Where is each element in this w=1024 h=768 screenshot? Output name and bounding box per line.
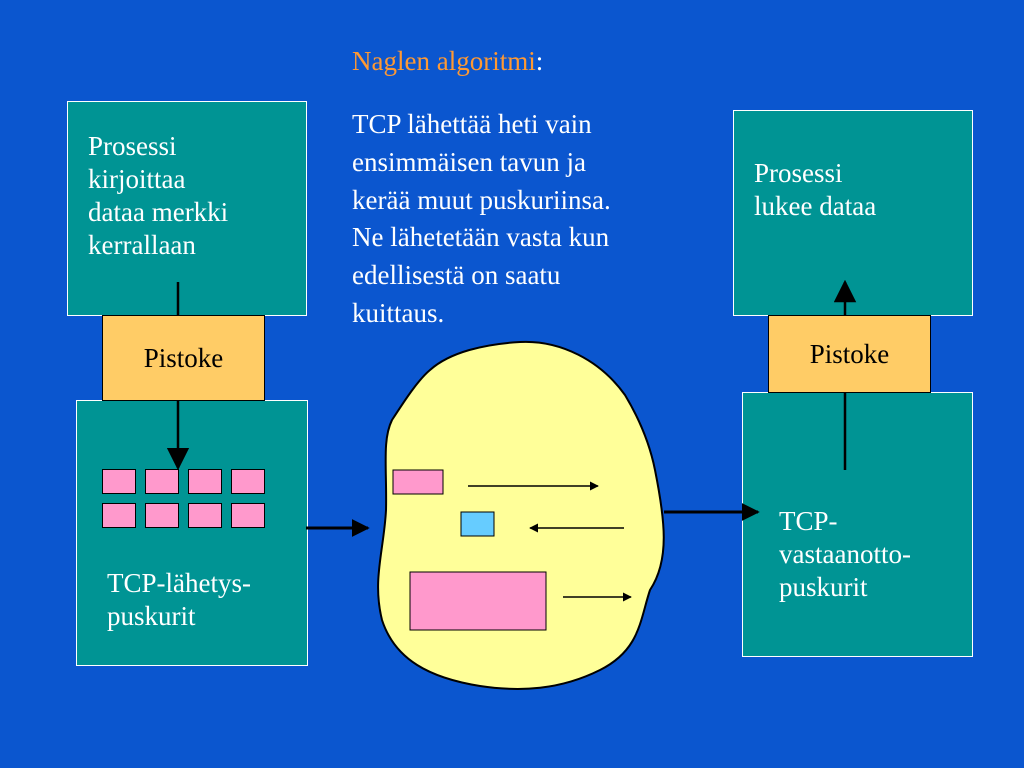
sender-buffer-cell — [188, 503, 222, 528]
sender-process-box: Prosessi kirjoittaa dataa merkki kerrall… — [67, 101, 307, 316]
sender-buffer-cell — [102, 469, 136, 494]
title-text: Naglen algoritmi — [352, 46, 536, 76]
receiver-socket: Pistoke — [768, 315, 931, 393]
network-cloud — [377, 340, 665, 690]
sender-socket-label: Pistoke — [143, 342, 224, 373]
data-packet-large — [409, 571, 547, 631]
sender-buffer-box: TCP-lähetys- puskurit — [76, 400, 308, 666]
sender-process-label: Prosessi kirjoittaa dataa merkki kerrall… — [88, 131, 229, 260]
sender-buffer-cell — [145, 469, 179, 494]
sender-buffer-cell — [188, 469, 222, 494]
receiver-socket-label: Pistoke — [809, 338, 890, 369]
title-colon: : — [535, 46, 544, 76]
sender-socket: Pistoke — [102, 315, 265, 401]
algorithm-description: TCP lähettää heti vain ensimmäisen tavun… — [352, 109, 611, 328]
ack-packet — [460, 511, 495, 537]
slide-title: Naglen algoritmi: — [352, 46, 543, 77]
receiver-buffer-label: TCP- vastaanotto- puskurit — [779, 506, 911, 602]
sender-buffer-cell — [231, 469, 265, 494]
receiver-buffer-box: TCP- vastaanotto- puskurit — [742, 392, 973, 657]
receiver-process-label: Prosessi lukee dataa — [754, 158, 877, 221]
sender-buffer-label: TCP-lähetys- puskurit — [107, 568, 251, 631]
receiver-process-box: Prosessi lukee dataa — [733, 110, 973, 316]
data-packet-small — [392, 469, 444, 495]
sender-buffer-cell — [231, 503, 265, 528]
sender-buffer-cell — [145, 503, 179, 528]
sender-buffer-cell — [102, 503, 136, 528]
